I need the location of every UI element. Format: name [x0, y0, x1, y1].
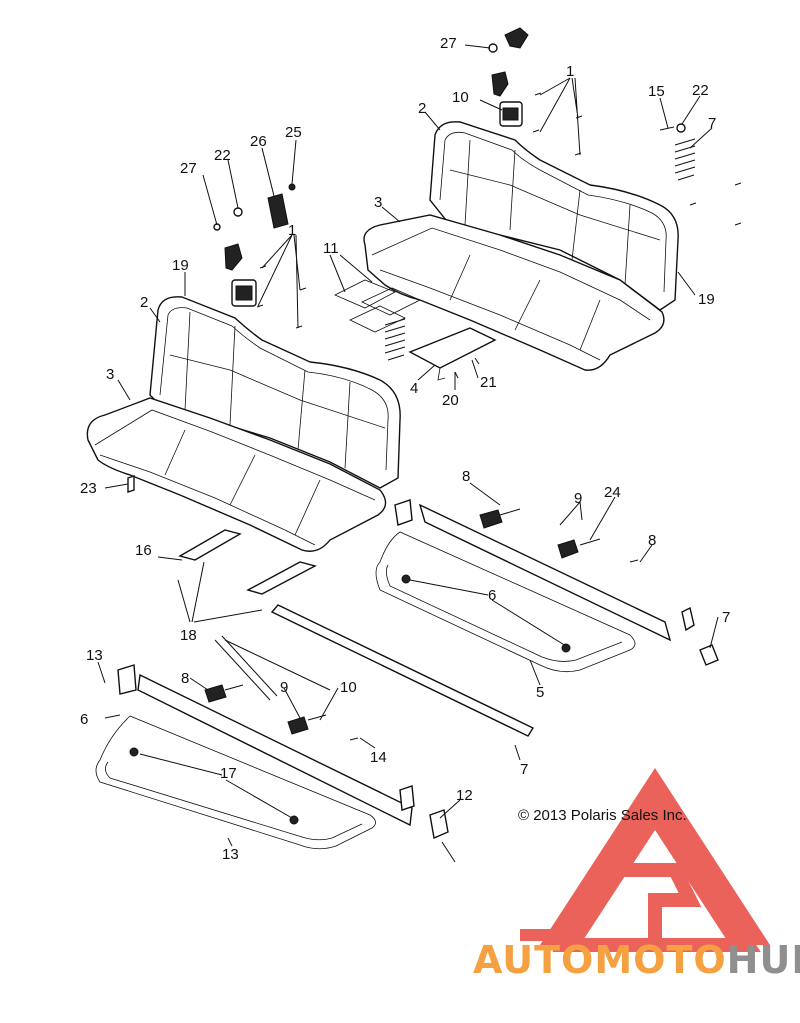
callout-label: 21	[480, 374, 497, 391]
callout-label: 8	[648, 532, 656, 549]
rear-seat-assembly	[363, 121, 679, 371]
callout-label: 1	[566, 63, 574, 80]
callout-label: 16	[135, 542, 152, 559]
callout-label: 7	[520, 761, 528, 778]
callout-label: 12	[456, 787, 473, 804]
callout-labels: 27 1 10 15 22 7 2 3 19 27 22 26 25 1 19 …	[80, 35, 730, 863]
front-seat-frame	[95, 529, 535, 850]
callout-label: 8	[462, 468, 470, 485]
callout-label: 9	[280, 679, 288, 696]
callout-label: 2	[140, 294, 148, 311]
callout-label: 22	[214, 147, 231, 164]
callout-label: 19	[698, 291, 715, 308]
callout-label: 25	[285, 124, 302, 141]
callout-label: 19	[172, 257, 189, 274]
front-seat-assembly	[86, 296, 401, 552]
callout-label: 24	[604, 484, 621, 501]
callout-label: 6	[80, 711, 88, 728]
callout-label: 27	[180, 160, 197, 177]
callout-label: 18	[180, 627, 197, 644]
callout-label: 11	[323, 240, 339, 257]
callout-label: 20	[442, 392, 459, 409]
callout-label: 13	[222, 846, 239, 863]
callout-label: 2	[418, 100, 426, 117]
callout-label: 23	[80, 480, 97, 497]
callout-label: 17	[220, 765, 237, 782]
callout-label: 13	[86, 647, 103, 664]
callout-label: 5	[536, 684, 544, 701]
watermark-text-part1: AUTOMOTO	[473, 938, 727, 982]
callout-label: 26	[250, 133, 267, 150]
watermark-logo	[520, 768, 770, 952]
callout-label: 9	[574, 490, 582, 507]
rear-seat-frame	[375, 499, 719, 673]
copyright-text: © 2013 Polaris Sales Inc.	[518, 807, 687, 824]
callout-label: 1	[288, 222, 296, 239]
leader-lines	[97, 44, 719, 863]
callout-label: 27	[440, 35, 457, 52]
callout-label: 8	[181, 670, 189, 687]
callout-label: 7	[708, 115, 716, 132]
callout-label: 10	[452, 89, 469, 106]
callout-label: 14	[370, 749, 387, 766]
callout-label: 4	[410, 380, 418, 397]
callout-label: 15	[648, 83, 665, 100]
watermark-text: AUTOMOTOHUB	[473, 938, 800, 982]
watermark-text-part2: HUB	[727, 938, 800, 982]
callout-label: 7	[722, 609, 730, 626]
callout-label: 3	[374, 194, 382, 211]
callout-label: 6	[488, 587, 496, 604]
callout-label: 3	[106, 366, 114, 383]
callout-label: 10	[340, 679, 357, 696]
callout-label: 22	[692, 82, 709, 99]
